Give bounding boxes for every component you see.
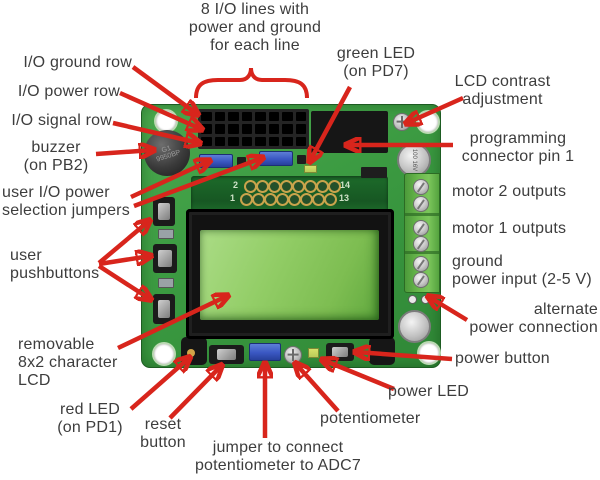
label-green-led: green LED (on PD7): [336, 45, 416, 80]
buzzer-marking-text: G1 9950BP: [155, 144, 182, 164]
capacitor-top-right: 100 16V: [397, 143, 431, 177]
potentiometer-component: [284, 346, 302, 364]
silkscreen-pin-13: 13: [339, 193, 350, 203]
terminal-screw: [413, 220, 429, 236]
label-buzzer: buzzer (on PB2): [23, 139, 89, 174]
alt-power-hole: [408, 295, 417, 304]
power-button-component: [326, 343, 354, 361]
pcb-board: G1 9950BP 100 16V: [141, 104, 441, 368]
green-led-component: [304, 165, 317, 173]
label-ground-power-input: ground power input (2-5 V): [452, 253, 592, 288]
label-io-power-row: I/O power row: [17, 83, 120, 100]
label-lcd-contrast: LCD contrast adjustment: [454, 73, 551, 108]
terminal-screw: [413, 236, 429, 252]
jumper-post: [297, 155, 306, 164]
label-adc7-jumper: jumper to connect potentiometer to ADC7: [194, 439, 362, 474]
silkscreen-pin-1: 1: [230, 193, 236, 203]
label-reset-button: reset button: [140, 416, 186, 451]
adc7-jumper-component: [249, 343, 281, 361]
silkscreen-pin-2: 2: [233, 180, 239, 190]
terminal-screw: [413, 179, 429, 195]
reset-button-component: [209, 345, 244, 364]
alt-power-hole: [421, 295, 430, 304]
mounting-hole-top-right: [418, 112, 438, 132]
jumper-post: [237, 157, 246, 166]
user-pushbutton-1: [153, 197, 175, 226]
io-power-jumper-2: [259, 151, 293, 166]
terminal-screw: [413, 272, 429, 288]
buzzer-component: G1 9950BP: [144, 130, 190, 176]
label-user-pushbuttons: user pushbuttons: [10, 247, 100, 282]
label-removable-lcd: removable 8x2 character LCD: [18, 336, 118, 389]
label-potentiometer: potentiometer: [320, 410, 421, 427]
terminal-screw: [413, 196, 429, 212]
lcd-mount-tab-right: [369, 337, 395, 365]
mounting-hole-bottom-right: [419, 343, 439, 363]
label-io-signal-row: I/O signal row: [11, 112, 112, 129]
io-header-block: [198, 109, 309, 149]
lcd-module: [186, 209, 394, 339]
power-led-component: [308, 348, 319, 358]
terminal-screw: [413, 256, 429, 272]
lcd-screen: [200, 230, 379, 320]
label-io-lines-note: 8 I/O lines with power and ground for ea…: [188, 1, 322, 54]
label-red-led: red LED (on PD1): [57, 401, 123, 436]
label-power-button: power button: [455, 350, 550, 367]
arrow-reset-button: [168, 366, 221, 420]
capacitor-bottom-right: [398, 310, 431, 343]
io-power-jumper-1: [199, 154, 233, 168]
mounting-hole-bottom-left: [154, 344, 174, 364]
smd-component: [361, 167, 387, 178]
arrow-potentiometer: [296, 364, 340, 413]
programming-connector: [311, 111, 388, 153]
lcd-contrast-trimmer: [393, 113, 411, 131]
smd-resistor: [158, 229, 174, 239]
label-motor1-outputs: motor 1 outputs: [452, 220, 567, 237]
capacitor-marking-text: 100 16V: [410, 148, 417, 172]
io-lines-brace: [194, 67, 309, 99]
user-pushbutton-3: [153, 294, 175, 324]
label-alternate-power: alternate power connection: [469, 301, 598, 336]
label-programming-pin1: programming connector pin 1: [461, 130, 575, 165]
silkscreen-pin-14: 14: [340, 180, 351, 190]
label-user-io-power-jumpers: user I/O power selection jumpers: [2, 184, 130, 219]
mounting-hole-top-left: [156, 111, 176, 131]
smd-resistor: [158, 278, 174, 288]
label-io-ground-row: I/O ground row: [23, 54, 132, 71]
user-pushbutton-2: [153, 244, 177, 273]
red-led-component: [187, 349, 195, 357]
label-motor2-outputs: motor 2 outputs: [452, 183, 567, 200]
label-power-led: power LED: [388, 383, 469, 400]
